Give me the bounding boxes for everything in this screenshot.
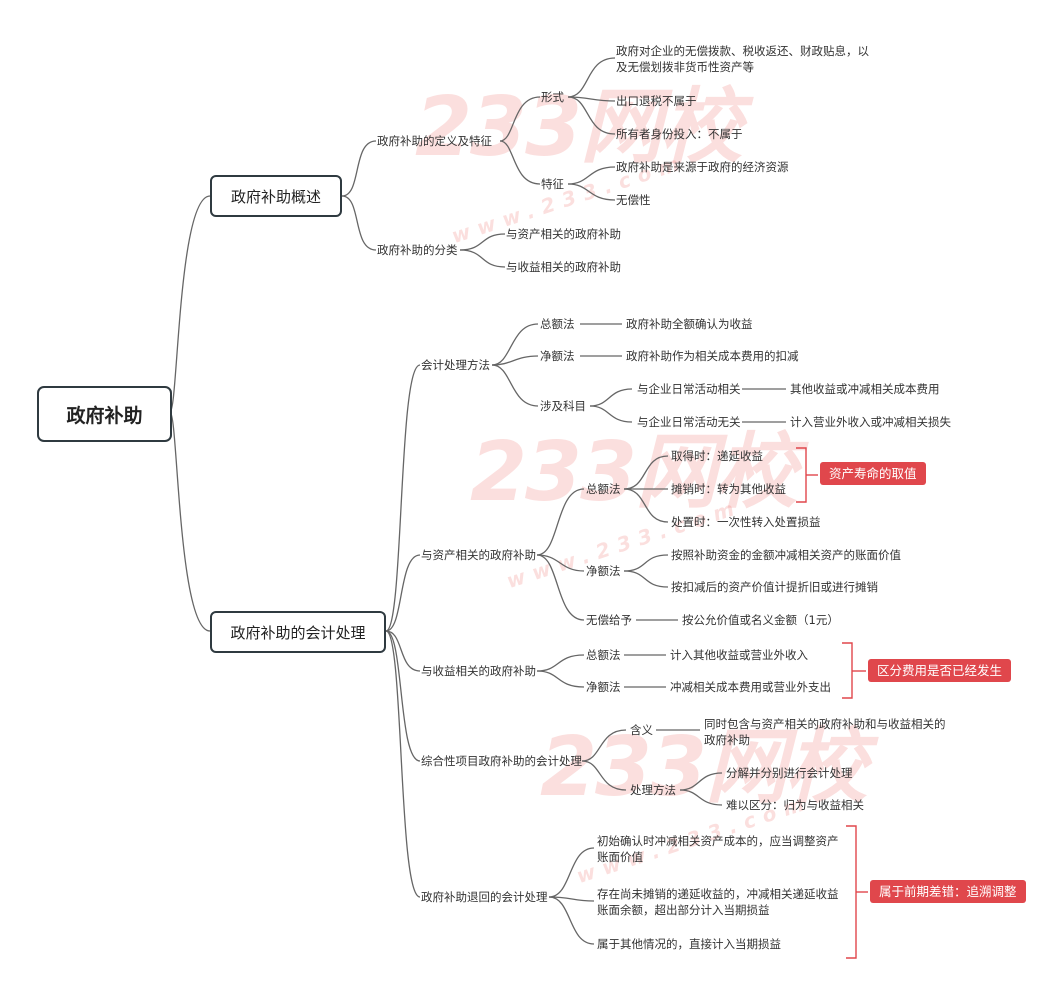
node-asset-gross-2: 摊销时：转为其他收益 xyxy=(671,482,786,496)
edge xyxy=(589,388,633,407)
edge xyxy=(491,323,539,366)
edge xyxy=(341,140,377,197)
edge xyxy=(385,630,421,762)
branch-label: 政府补助的会计处理 xyxy=(230,623,366,642)
node-comp-meaning-desc: 同时包含与资产相关的政府补助和与收益相关的政府补助 xyxy=(704,717,946,747)
edge xyxy=(679,772,723,791)
branch-accounting: 政府补助的会计处理 xyxy=(210,611,386,653)
node-feature: 特征 xyxy=(541,177,564,191)
branch-label: 政府补助概述 xyxy=(230,187,321,206)
edge xyxy=(581,760,627,791)
node-gross: 总额法 xyxy=(540,317,575,331)
node-form: 形式 xyxy=(541,90,564,104)
edge xyxy=(385,630,421,672)
edge xyxy=(548,896,595,902)
edge xyxy=(623,554,669,572)
node-comp-method: 处理方法 xyxy=(630,783,676,797)
edge xyxy=(169,411,211,632)
node-net-desc: 政府补助作为相关成本费用的扣减 xyxy=(626,349,799,363)
highlight-bracket xyxy=(796,447,807,503)
node-feature-2: 无偿性 xyxy=(616,193,651,207)
edge xyxy=(623,455,669,490)
node-form-2: 出口退税不属于 xyxy=(616,94,697,108)
highlight-tag-expense: 区分费用是否已经发生 xyxy=(868,659,1012,682)
node-income-gross: 总额法 xyxy=(586,648,621,662)
edge xyxy=(589,405,633,423)
edge xyxy=(459,233,506,251)
highlight-bracket xyxy=(842,642,853,699)
node-definition: 政府补助的定义及特征 xyxy=(377,134,492,148)
node-refund: 政府补助退回的会计处理 xyxy=(421,890,548,904)
edge xyxy=(536,554,585,572)
node-subject-1-desc: 其他收益或冲减相关成本费用 xyxy=(790,382,940,396)
node-comp-meaning: 含义 xyxy=(630,723,653,737)
edge xyxy=(491,364,539,407)
edge xyxy=(385,364,421,632)
node-subjects: 涉及科目 xyxy=(540,399,586,413)
edge xyxy=(623,488,669,523)
node-income-related: 与收益相关的政府补助 xyxy=(421,664,536,678)
node-asset-free-desc: 按公允价值或名义金额（1元） xyxy=(682,613,839,627)
edge xyxy=(536,488,585,556)
edge xyxy=(499,140,541,185)
edge xyxy=(548,896,595,945)
root-label: 政府补助 xyxy=(66,404,143,427)
edge xyxy=(567,57,616,98)
node-asset-net: 净额法 xyxy=(586,564,621,578)
edge xyxy=(548,847,595,898)
node-comprehensive: 综合性项目政府补助的会计处理 xyxy=(421,754,582,768)
edge xyxy=(385,630,421,898)
node-refund-3: 属于其他情况的，直接计入当期损益 xyxy=(597,937,781,951)
node-subject-1: 与企业日常活动相关 xyxy=(637,382,741,396)
node-asset-net-1: 按照补助资金的金额冲减相关资产的账面价值 xyxy=(671,548,901,562)
node-asset-related: 与资产相关的政府补助 xyxy=(421,548,536,562)
node-classification-1: 与资产相关的政府补助 xyxy=(506,227,621,241)
edge xyxy=(567,96,616,135)
edge xyxy=(623,570,669,588)
root-node: 政府补助 xyxy=(37,386,172,442)
edge xyxy=(536,554,585,621)
edge xyxy=(536,654,585,672)
node-asset-gross-1: 取得时：递延收益 xyxy=(671,449,763,463)
node-refund-2: 存在尚未摊销的递延收益的，冲减相关递延收益账面余额，超出部分计入当期损益 xyxy=(597,887,839,917)
node-subject-2-desc: 计入营业外收入或冲减相关损失 xyxy=(790,415,951,429)
node-accounting-method: 会计处理方法 xyxy=(421,358,490,372)
edge xyxy=(385,554,421,632)
node-asset-gross: 总额法 xyxy=(586,482,621,496)
node-feature-1: 政府补助是来源于政府的经济资源 xyxy=(616,160,789,174)
highlight-bracket xyxy=(846,825,857,959)
edge xyxy=(567,183,616,201)
node-gross-desc: 政府补助全额确认为收益 xyxy=(626,317,753,331)
node-form-3: 所有者身份投入：不属于 xyxy=(616,127,743,141)
edge xyxy=(459,249,506,268)
node-net: 净额法 xyxy=(540,349,575,363)
node-subject-2: 与企业日常活动无关 xyxy=(637,415,741,429)
node-comp-method-2: 难以区分：归为与收益相关 xyxy=(726,798,864,812)
edge xyxy=(581,729,627,762)
edge xyxy=(536,670,585,688)
node-refund-1: 初始确认时冲减相关资产成本的，应当调整资产账面价值 xyxy=(597,834,839,864)
edge xyxy=(679,789,723,806)
node-income-gross-desc: 计入其他收益或营业外收入 xyxy=(670,648,808,662)
branch-overview: 政府补助概述 xyxy=(210,175,342,217)
highlight-tag-asset-life: 资产寿命的取值 xyxy=(820,462,926,485)
node-asset-net-2: 按扣减后的资产价值计提折旧或进行摊销 xyxy=(671,580,878,594)
node-form-1: 政府对企业的无偿拨款、税收返还、财政贴息，以及无偿划拨非货币性资产等 xyxy=(616,44,869,74)
edge xyxy=(341,195,377,251)
edge xyxy=(499,96,541,142)
highlight-tag-prior-error: 属于前期差错：追溯调整 xyxy=(870,880,1026,903)
node-income-net-desc: 冲减相关成本费用或营业外支出 xyxy=(670,680,831,694)
node-comp-method-1: 分解并分别进行会计处理 xyxy=(726,766,853,780)
node-classification-2: 与收益相关的政府补助 xyxy=(506,260,621,274)
node-income-net: 净额法 xyxy=(586,680,621,694)
edge xyxy=(491,355,539,366)
edge xyxy=(567,166,616,185)
edge xyxy=(169,195,211,413)
node-asset-free: 无偿给予 xyxy=(586,613,632,627)
node-classification: 政府补助的分类 xyxy=(377,243,458,257)
node-asset-gross-3: 处置时：一次性转入处置损益 xyxy=(671,515,821,529)
